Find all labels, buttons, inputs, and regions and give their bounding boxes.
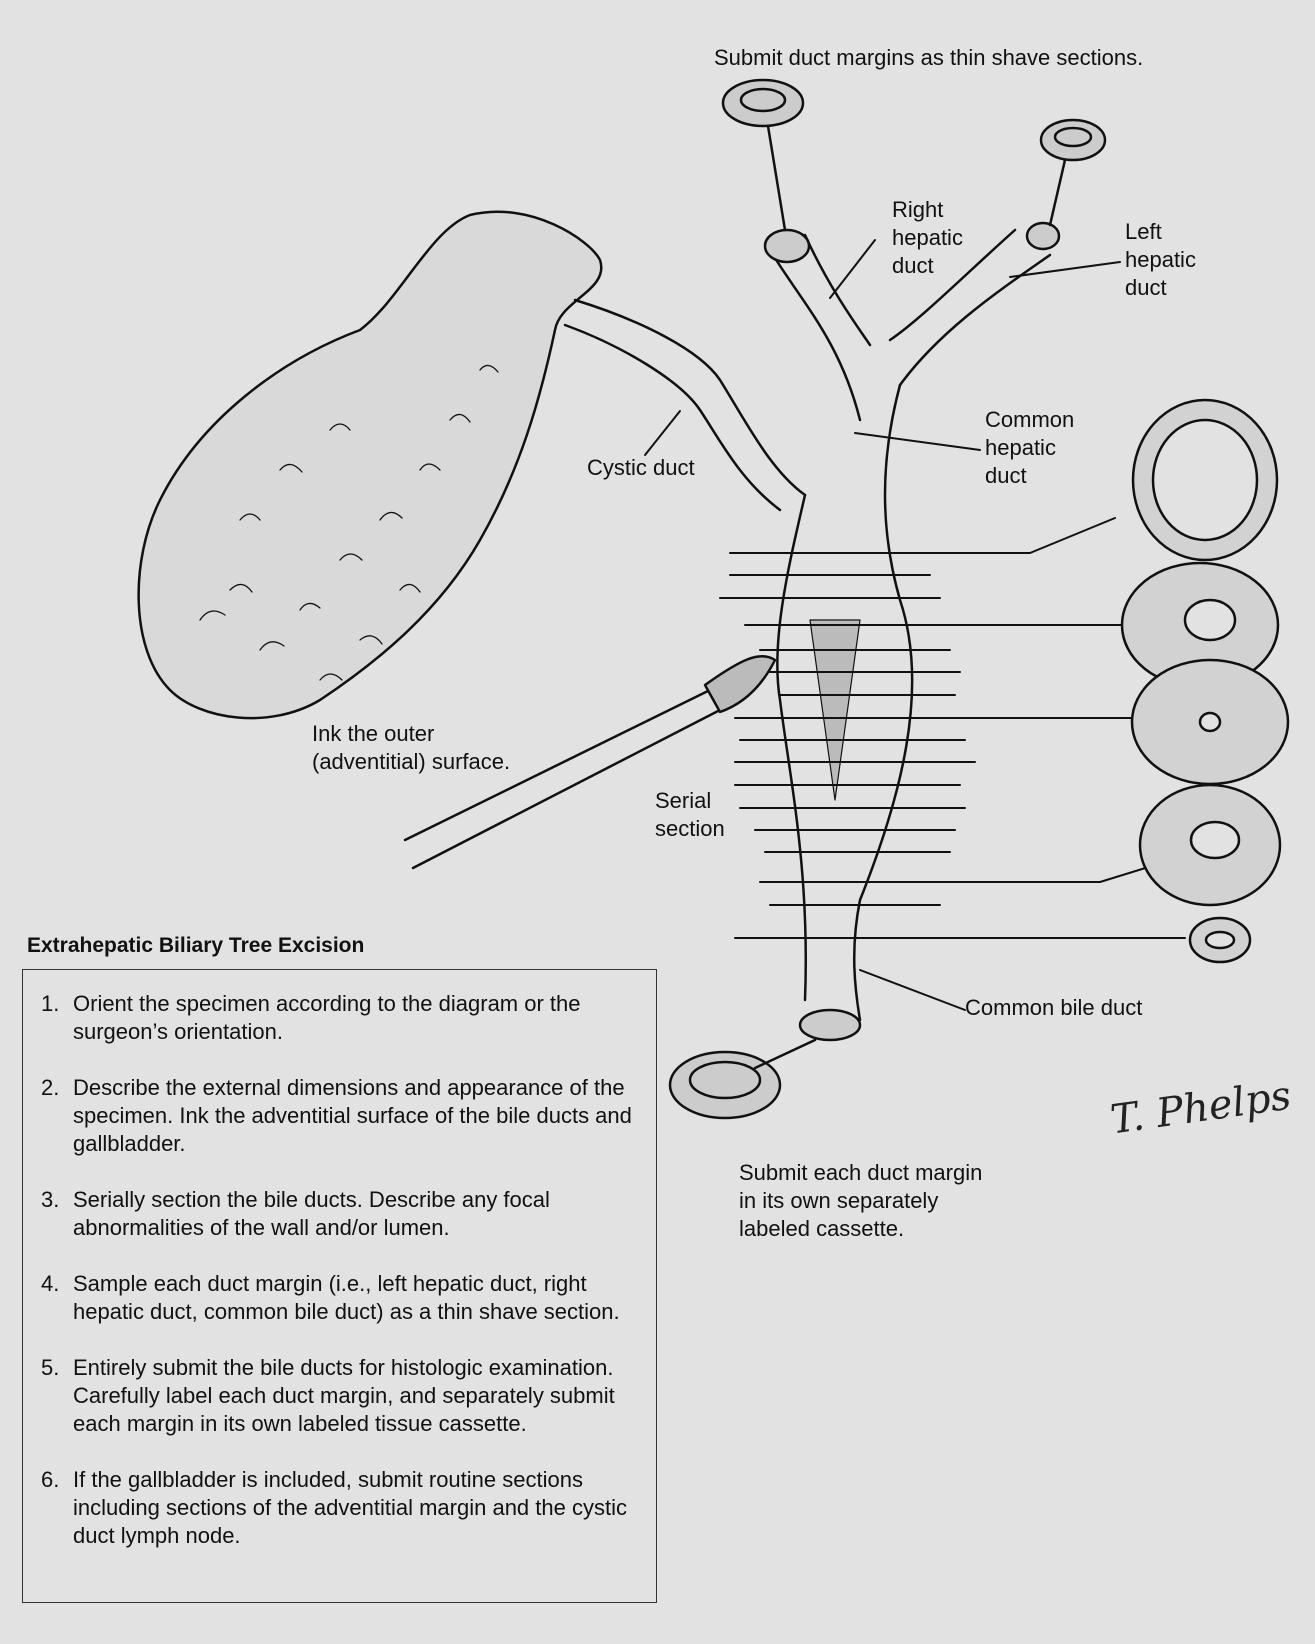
right-margin-ring — [723, 80, 803, 126]
steps-list: 1. Orient the specimen according to the d… — [41, 990, 641, 1578]
step-number: 1. — [41, 990, 59, 1018]
label-common-hepatic-duct: Common hepatic duct — [985, 406, 1074, 490]
step-item: 2. Describe the external dimensions and a… — [41, 1074, 641, 1158]
step-number: 4. — [41, 1270, 59, 1298]
label-right-hepatic-duct: Right hepatic duct — [892, 196, 963, 280]
cross-section-discs — [1122, 400, 1288, 962]
step-item: 1. Orient the specimen according to the d… — [41, 990, 641, 1046]
instructions-box: 1. Orient the specimen according to the d… — [22, 969, 657, 1603]
label-ink-outer: Ink the outer (adventitial) surface. — [312, 720, 510, 776]
step-number: 6. — [41, 1466, 59, 1494]
step-text: Serially section the bile ducts. Describ… — [73, 1187, 550, 1240]
label-common-bile-duct: Common bile duct — [965, 994, 1142, 1022]
label-submit-shave: Submit duct margins as thin shave sectio… — [714, 44, 1143, 72]
label-submit-each: Submit each duct margin in its own separ… — [739, 1159, 982, 1243]
step-item: 5. Entirely submit the bile ducts for his… — [41, 1354, 641, 1438]
label-cystic-duct: Cystic duct — [587, 454, 695, 482]
step-item: 3. Serially section the bile ducts. Descr… — [41, 1186, 641, 1242]
serial-section-lines — [720, 518, 1185, 938]
step-text: Describe the external dimensions and app… — [73, 1075, 632, 1156]
step-item: 6. If the gallbladder is included, submit… — [41, 1466, 641, 1550]
page-title: Extrahepatic Biliary Tree Excision — [27, 934, 364, 958]
step-text: If the gallbladder is included, submit r… — [73, 1467, 627, 1548]
label-serial-section: Serial section — [655, 787, 725, 843]
step-number: 3. — [41, 1186, 59, 1214]
step-number: 2. — [41, 1074, 59, 1102]
common-hepatic-duct — [777, 495, 805, 1000]
step-number: 5. — [41, 1354, 59, 1382]
gallbladder — [139, 212, 602, 718]
step-text: Orient the specimen according to the dia… — [73, 991, 581, 1044]
left-margin-ring — [1041, 120, 1105, 160]
step-text: Entirely submit the bile ducts for histo… — [73, 1355, 615, 1436]
step-item: 4. Sample each duct margin (i.e., left he… — [41, 1270, 641, 1326]
step-text: Sample each duct margin (i.e., left hepa… — [73, 1271, 620, 1324]
label-left-hepatic-duct: Left hepatic duct — [1125, 218, 1196, 302]
